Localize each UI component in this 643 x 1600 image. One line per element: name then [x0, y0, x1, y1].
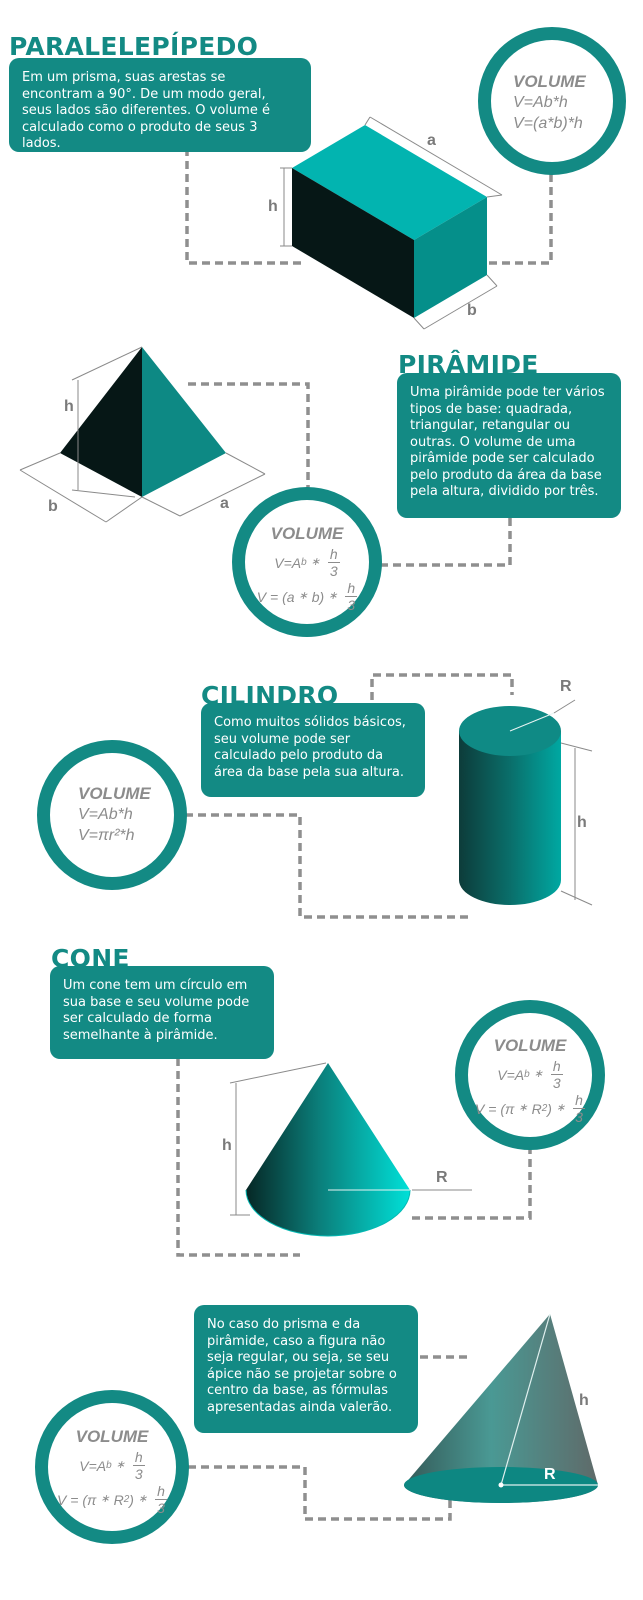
paralelepipedo-description: Em um prisma, suas arestas se encontram …	[9, 58, 311, 152]
box-top	[292, 125, 487, 240]
connector-circle-1	[489, 170, 553, 265]
dashed-connectors	[176, 148, 553, 1521]
volume-label: VOLUME	[270, 524, 344, 543]
volume-circle-paralelepipedo: VOLUME V=Ab*h V=(a*b)*h	[478, 27, 626, 175]
dimension-label-b: b	[48, 498, 58, 515]
volume-label: VOLUME	[75, 1427, 149, 1446]
volume-label: VOLUME	[78, 784, 151, 803]
connector-box-2	[380, 516, 512, 567]
dimension-label-r: R	[560, 678, 572, 695]
dimension-label-h: h	[64, 398, 74, 415]
dimension-label-a: a	[220, 495, 229, 512]
connector-circle-4	[412, 1140, 532, 1220]
cilindro-description: Como muitos sólidos básicos, seu volume …	[201, 703, 425, 797]
volume-formula-2: V=πr²*h	[78, 827, 135, 844]
cone-figure	[229, 1062, 472, 1237]
dimension-label-h: h	[579, 1392, 589, 1409]
connector-box-4	[176, 1058, 300, 1257]
dimension-label-h: h	[268, 198, 278, 215]
dimension-label-r: R	[436, 1169, 448, 1186]
oblique-cone-figure	[404, 1313, 598, 1503]
volume-formula-2: V=(a*b)*h	[513, 115, 583, 132]
oblique-description: No caso do prisma e da pirâmide, caso a …	[194, 1305, 418, 1433]
dimension-label-h: h	[577, 814, 587, 831]
pyramid-figure	[19, 346, 266, 523]
dimension-label-b: b	[467, 302, 477, 319]
volume-formula-1: V=Ab*h	[78, 806, 133, 823]
volume-circle-cilindro: VOLUME V=Ab*h V=πr²*h	[37, 740, 187, 890]
parallelepiped-figure	[280, 116, 503, 330]
section-title-paralelepipedo: PARALELEPÍPEDO	[9, 32, 259, 61]
section-title-piramide: PIRÂMIDE	[398, 350, 539, 379]
volume-label: VOLUME	[513, 72, 586, 91]
dimension-label-a: a	[427, 132, 436, 149]
box-front	[292, 168, 414, 318]
cone-description: Um cone tem um círculo em sua base e seu…	[50, 966, 274, 1059]
connector-circle-3	[185, 813, 470, 919]
connector-pyramid	[188, 382, 310, 490]
connector-box-3	[370, 673, 514, 700]
connector-circle-5	[188, 1465, 452, 1521]
dimension-label-h: h	[222, 1137, 232, 1154]
box-side	[414, 197, 487, 318]
volume-label: VOLUME	[493, 1036, 567, 1055]
piramide-description: Uma pirâmide pode ter vários tipos de ba…	[397, 373, 621, 518]
volume-formula-1: V=Ab*h	[513, 94, 568, 111]
dimension-label-r: R	[544, 1466, 556, 1483]
cylinder-figure	[459, 699, 593, 906]
